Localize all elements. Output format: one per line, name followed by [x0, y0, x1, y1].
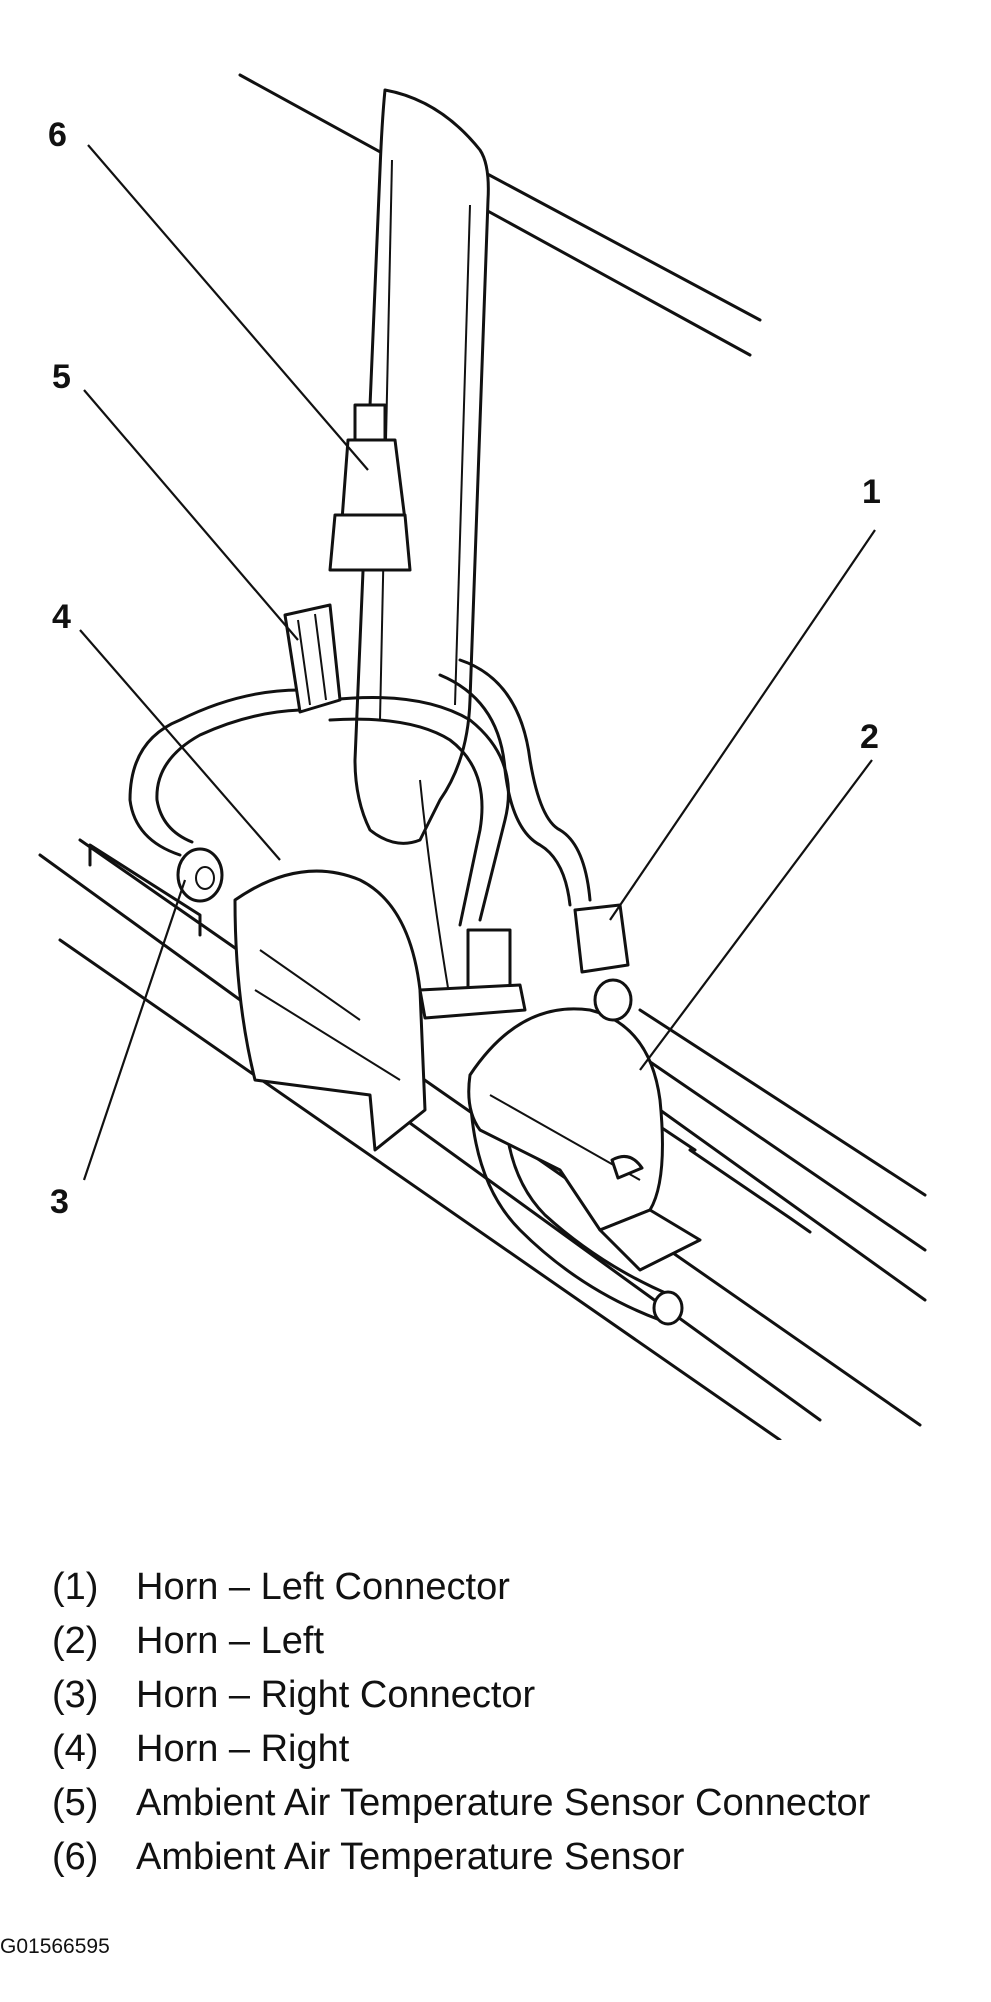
sensor-connector [283, 603, 342, 714]
callout-1: 1 [862, 473, 881, 511]
figure-code: G01566595 [0, 1935, 110, 1958]
bracket-edge [454, 204, 471, 706]
callout-5: 5 [52, 358, 71, 396]
connector-hole [195, 866, 215, 890]
legend-item: (1) Horn – Left Connector [52, 1560, 870, 1614]
harness-wire [438, 673, 572, 907]
legend-number: (3) [52, 1674, 99, 1716]
horn-left-foot [598, 1208, 702, 1272]
legend-text: Ambient Air Temperature Sensor [136, 1836, 685, 1878]
connector-detail [297, 613, 327, 706]
rail-line [658, 1108, 927, 1302]
legend-number: (5) [52, 1782, 99, 1824]
upper-panel-line [238, 73, 752, 357]
rail-line [638, 1008, 927, 1197]
horn-left-terminal [593, 978, 633, 1022]
legend-item: (6) Ambient Air Temperature Sensor [52, 1830, 870, 1884]
legend-text: Horn – Left Connector [136, 1566, 510, 1608]
legend-item: (2) Horn – Left [52, 1614, 870, 1668]
callout-3: 3 [50, 1183, 69, 1221]
harness-wire [128, 688, 302, 857]
legend-item: (4) Horn – Right [52, 1722, 870, 1776]
rail-line [58, 938, 782, 1442]
legend-text: Ambient Air Temperature Sensor Connector [136, 1782, 871, 1824]
leader-line-3 [82, 879, 187, 1181]
upper-panel-line-2 [478, 168, 762, 322]
horn-right [233, 869, 427, 1152]
leader-line-2 [639, 759, 873, 1071]
sensor-tip [353, 403, 387, 445]
horn-right-trim [254, 949, 401, 1081]
legend-number: (4) [52, 1728, 99, 1770]
legend-item: (5) Ambient Air Temperature Sensor Connec… [52, 1776, 870, 1830]
callout-4: 4 [52, 598, 71, 636]
leader-line-6 [87, 144, 369, 471]
legend-text: Horn – Right [136, 1728, 350, 1770]
legend-number: (1) [52, 1566, 99, 1608]
harness-tail [468, 1078, 662, 1322]
bracket-edge [419, 779, 451, 1001]
horn-left-connector [573, 903, 630, 974]
harness-wire [155, 708, 302, 844]
horn-sensor-diagram: 6 5 4 3 1 2 [38, 73, 927, 1442]
mount-clip [418, 983, 527, 1020]
harness-wire [458, 658, 592, 902]
horn-right-connector [176, 847, 224, 903]
rail-slot [88, 843, 202, 937]
horn-left-stud [610, 1154, 644, 1180]
callout-2: 2 [860, 718, 879, 756]
legend-number: (2) [52, 1620, 99, 1662]
leader-line-5 [83, 389, 299, 641]
legend-text: Horn – Right Connector [136, 1674, 536, 1716]
legend-number: (6) [52, 1836, 99, 1878]
diagram-drawing [38, 73, 927, 1442]
leader-line-4 [79, 629, 281, 861]
callout-6: 6 [48, 116, 67, 154]
leader-line-1 [609, 529, 876, 921]
harness-end [652, 1290, 684, 1326]
support-bracket [353, 88, 490, 845]
legend-text: Horn – Left [136, 1620, 324, 1662]
legend-item: (3) Horn – Right Connector [52, 1668, 870, 1722]
legend: (1) Horn – Left Connector (2) Horn – Left … [52, 1560, 870, 1884]
rail-line [38, 853, 822, 1422]
horn-left [467, 1007, 664, 1232]
rail-slot [688, 1148, 812, 1234]
sensor-body [328, 513, 412, 572]
harness-wire [328, 717, 484, 927]
rail-line [638, 1053, 927, 1252]
